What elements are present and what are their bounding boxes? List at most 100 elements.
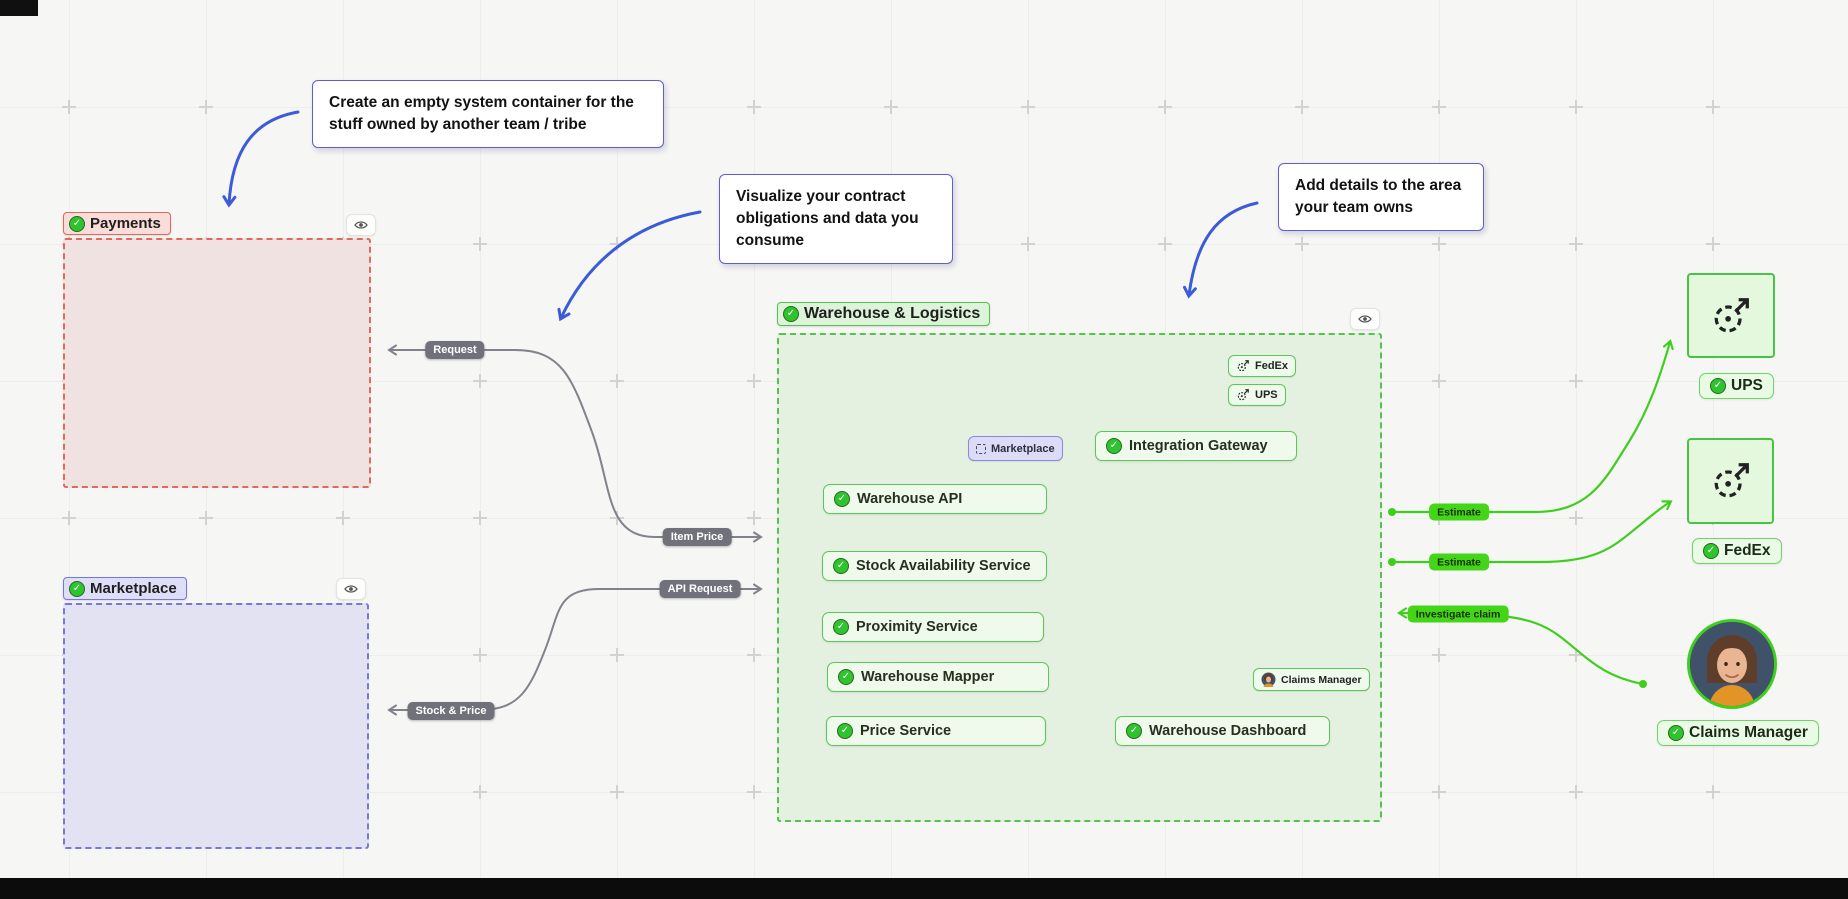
node-stock-availability-service[interactable]: Stock Availability Service (822, 551, 1047, 581)
node-ups-reference[interactable]: UPS (1228, 384, 1286, 406)
grid-cross (1432, 785, 1446, 799)
check-icon (1106, 438, 1122, 454)
grid-cross (747, 785, 761, 799)
grid-cross (747, 511, 761, 525)
check-icon (833, 619, 849, 635)
check-icon (1703, 543, 1719, 559)
container-warehouse-label: Warehouse & Logistics (804, 305, 981, 322)
check-icon (1126, 723, 1142, 739)
check-icon (834, 491, 850, 507)
grid-cross (610, 648, 624, 662)
edge-label-stock-price[interactable]: Stock & Price (407, 702, 495, 720)
grid-cross (1295, 100, 1309, 114)
edge-label-investigate-claim[interactable]: Investigate claim (1407, 605, 1509, 623)
check-icon (1710, 378, 1726, 394)
window-corner-chip (0, 0, 38, 16)
external-label: Claims Manager (1689, 724, 1808, 741)
node-claims-manager-reference[interactable]: Claims Manager (1253, 668, 1370, 691)
grid-cross (610, 511, 624, 525)
edge-label-estimate-ups[interactable]: Estimate (1429, 503, 1489, 521)
grid-cross (199, 100, 213, 114)
node-integration-gateway[interactable]: Integration Gateway (1095, 431, 1297, 461)
grid-cross (1706, 785, 1720, 799)
grid-cross (1706, 100, 1720, 114)
container-payments[interactable] (63, 238, 371, 488)
check-icon (833, 558, 849, 574)
grid-cross (199, 511, 213, 525)
check-icon (783, 306, 799, 322)
grid-cross (62, 511, 76, 525)
edge-label-item-price[interactable]: Item Price (662, 528, 732, 546)
grid-cross (1021, 237, 1035, 251)
gear-external-icon (1714, 297, 1749, 332)
external-ups-box[interactable] (1687, 273, 1775, 358)
grid-cross (336, 511, 350, 525)
grid-cross (1569, 100, 1583, 114)
external-fedex-box[interactable] (1687, 438, 1774, 524)
external-fedex-label[interactable]: FedEx (1692, 538, 1782, 564)
node-label: Warehouse Dashboard (1149, 723, 1307, 739)
grid-cross (1569, 374, 1583, 388)
grid-cross (1432, 237, 1446, 251)
node-warehouse-dashboard[interactable]: Warehouse Dashboard (1115, 716, 1330, 746)
dashed-box-icon (976, 443, 986, 454)
grid-cross (1569, 237, 1583, 251)
grid-cross (610, 374, 624, 388)
grid-cross (1706, 237, 1720, 251)
grid-cross (473, 237, 487, 251)
node-label: Price Service (860, 723, 952, 739)
node-warehouse-api[interactable]: Warehouse API (823, 484, 1047, 514)
annotation-add-details[interactable]: Add details to the area your team owns (1278, 163, 1484, 231)
edge-label-estimate-fedex[interactable]: Estimate (1429, 553, 1489, 571)
grid-cross (747, 374, 761, 388)
node-proximity-service[interactable]: Proximity Service (822, 612, 1044, 642)
node-label: Integration Gateway (1129, 438, 1268, 454)
node-label: Stock Availability Service (856, 558, 1031, 574)
node-label: Warehouse API (857, 491, 963, 507)
container-payments-tab[interactable]: Payments (63, 212, 171, 235)
node-label: FedEx (1255, 360, 1289, 372)
grid-cross (473, 785, 487, 799)
grid-cross (747, 648, 761, 662)
grid-cross (1432, 374, 1446, 388)
annotation-visualize-contract[interactable]: Visualize your contract obligations and … (719, 174, 953, 264)
eye-icon (354, 221, 368, 229)
grid-cross (1021, 100, 1035, 114)
container-warehouse-tab[interactable]: Warehouse & Logistics (777, 302, 991, 326)
container-marketplace-tab[interactable]: Marketplace (63, 577, 187, 600)
node-label: Marketplace (991, 442, 1055, 455)
container-marketplace-label: Marketplace (90, 580, 177, 597)
edge-label-request[interactable]: Request (425, 341, 485, 359)
edge-label-api-request[interactable]: API Request (659, 580, 741, 598)
gear-external-icon (1714, 463, 1749, 498)
grid-cross (884, 100, 898, 114)
check-icon (1668, 725, 1684, 741)
external-claims-manager-label[interactable]: Claims Manager (1657, 720, 1819, 746)
grid-cross (1158, 100, 1172, 114)
node-price-service[interactable]: Price Service (826, 716, 1046, 746)
grid-cross (610, 785, 624, 799)
warehouse-visibility-toggle[interactable] (1350, 308, 1380, 330)
grid-cross (1158, 237, 1172, 251)
grid-cross (473, 511, 487, 525)
annotation-create-container[interactable]: Create an empty system container for the… (312, 80, 664, 148)
container-marketplace[interactable] (63, 603, 369, 849)
external-ups-label[interactable]: UPS (1699, 373, 1774, 399)
eye-icon (344, 585, 358, 593)
node-label: Claims Manager (1281, 673, 1362, 686)
check-icon (69, 215, 85, 232)
external-claims-manager-avatar[interactable] (1687, 619, 1777, 714)
avatar-photo (1687, 619, 1777, 709)
marketplace-visibility-toggle[interactable] (336, 578, 366, 600)
grid-cross (610, 237, 624, 251)
check-icon (837, 723, 853, 739)
container-payments-label: Payments (90, 215, 161, 232)
node-marketplace-reference[interactable]: Marketplace (968, 436, 1063, 461)
grid-cross (1569, 785, 1583, 799)
payments-visibility-toggle[interactable] (346, 214, 376, 236)
node-label: UPS (1255, 389, 1278, 401)
grid-cross (1569, 648, 1583, 662)
node-warehouse-mapper[interactable]: Warehouse Mapper (827, 662, 1049, 692)
node-fedex-reference[interactable]: FedEx (1228, 355, 1297, 377)
